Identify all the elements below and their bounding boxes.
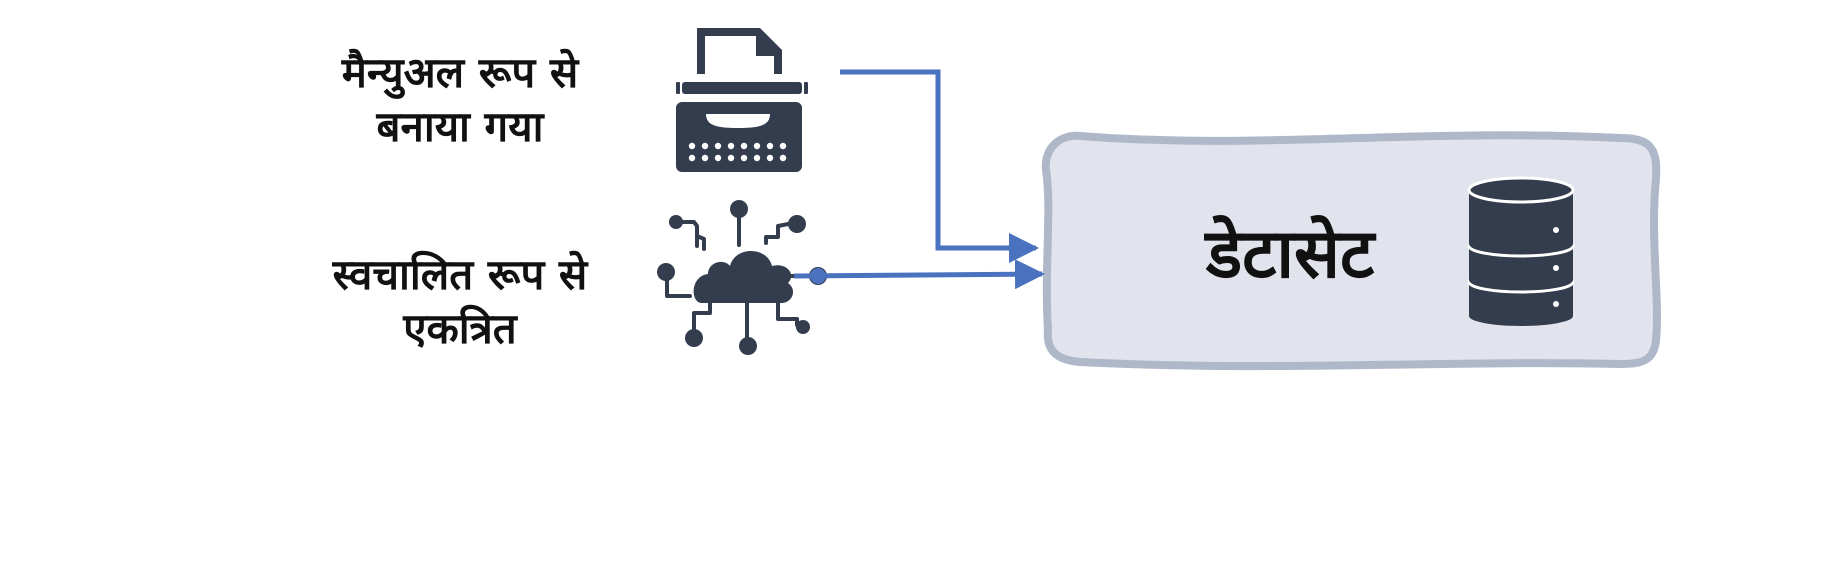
dataset-title: डेटासेट: [1205, 215, 1375, 294]
arrow-manual-to-dataset: [840, 69, 1039, 263]
database-icon: [1467, 176, 1575, 326]
automatic-source-label-line2: एकत्रित: [403, 304, 517, 353]
arrow-automatic-to-dataset: [793, 259, 1045, 290]
automatic-source-label-line1: स्वचालित रूप से: [332, 250, 588, 299]
automatic-source-label: स्वचालित रूप से एकत्रित: [270, 248, 650, 356]
typewriter-icon: [676, 28, 808, 172]
manual-source-label: मैन्युअल रूप से बनाया गया: [270, 46, 650, 154]
manual-source-label-line2: बनाया गया: [376, 102, 544, 151]
manual-source-label-line1: मैन्युअल रूप से: [341, 48, 579, 97]
